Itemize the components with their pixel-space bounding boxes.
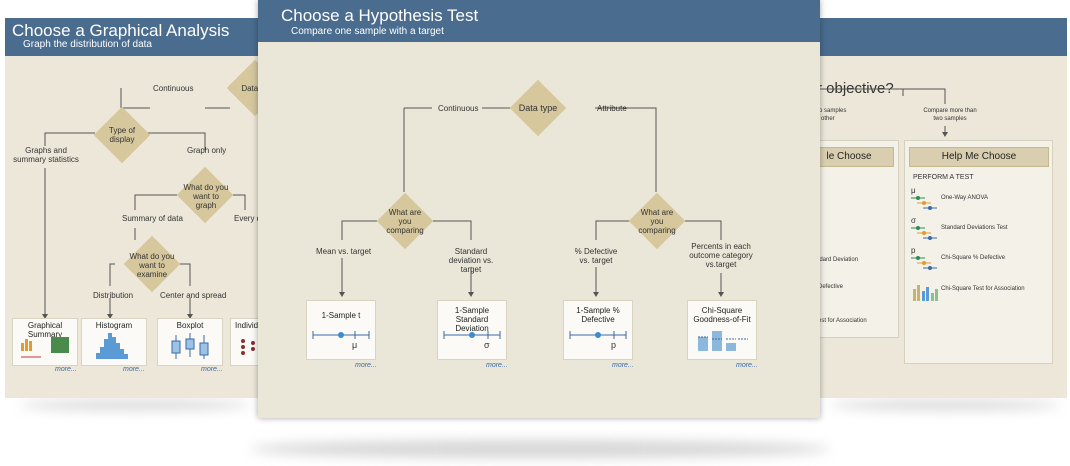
test-chi-square-association[interactable]: Chi-Square Test for Association <box>941 286 1025 292</box>
data-type-partial: Data t <box>241 84 263 93</box>
flowchart-connectors <box>42 88 246 319</box>
percents-each-label: Percents in each outcome category vs.tar… <box>689 242 753 269</box>
card-title: Individu P <box>235 321 267 330</box>
card-title: Boxplot <box>176 321 204 330</box>
attribute-label: Attribute <box>597 104 627 113</box>
test-symbol: μ <box>911 186 916 195</box>
one-sample-defective-icon <box>569 331 627 339</box>
panel-subtitle: Graph the distribution of data <box>23 39 152 50</box>
mu-symbol: μ <box>352 340 358 350</box>
every-label-partial: Every d <box>234 214 262 223</box>
flowchart-connectors <box>805 88 948 137</box>
ground-shadow-right <box>830 400 1060 410</box>
card-title: Graphical Summary <box>27 321 63 339</box>
two-samples-partial-label: two samples ch other <box>813 108 847 122</box>
sigma-symbol: σ <box>484 340 490 350</box>
one-sample-t-card[interactable]: 1-Sample t μ <box>306 300 376 360</box>
test-standard-deviations[interactable]: Standard Deviations Test <box>941 225 1008 231</box>
ground-shadow <box>250 440 830 458</box>
more-link[interactable]: more... <box>201 366 223 373</box>
hypothesis-test-panel: Choose a Hypothesis Test Compare one sam… <box>258 0 820 418</box>
more-link[interactable]: more... <box>55 366 77 373</box>
help-choose-box-left: le Choose ndard Deviation Defective est … <box>805 140 899 338</box>
std-dev-test-icon <box>911 226 937 240</box>
partial-item: ndard Deviation <box>816 257 859 263</box>
objective-panel: r objective? two samples ch other Compar… <box>805 18 1067 398</box>
distribution-label: Distribution <box>93 291 134 300</box>
help-me-choose-box: Help Me Choose PERFORM A TEST μ One-Way … <box>904 140 1053 364</box>
summary-of-data-label: Summary of data <box>122 214 183 223</box>
card-title: 1-Sample % Defective <box>576 306 620 324</box>
one-sample-std-card[interactable]: 1-Sample Standard Deviation σ <box>437 300 507 360</box>
boxplot-icon <box>171 333 209 359</box>
continuous-label: Continuous <box>153 84 194 93</box>
what-examine-text: What do you want to examine <box>129 252 175 279</box>
histogram-card[interactable]: Histogram <box>81 318 147 366</box>
more-link[interactable]: more... <box>486 362 508 369</box>
histogram-icon <box>96 333 128 359</box>
pct-defective-vs-target-label: % Defective vs. target <box>574 247 618 265</box>
one-sample-defective-card[interactable]: 1-Sample % Defective p <box>563 300 633 360</box>
ground-shadow-left <box>20 400 250 410</box>
card-title: Histogram <box>95 321 133 330</box>
partial-item: est for Association <box>818 318 867 324</box>
chi-square-defective-icon <box>911 256 937 270</box>
help-choose-button-partial[interactable]: le Choose <box>805 147 894 167</box>
more-link[interactable]: more... <box>355 362 377 369</box>
center-spread-label: Center and spread <box>160 291 227 300</box>
more-link[interactable]: more... <box>123 366 145 373</box>
one-sample-t-icon <box>312 331 370 339</box>
card-title: Chi-Square Goodness-of-Fit <box>693 306 751 324</box>
panel-subtitle: Compare one sample with a target <box>291 26 444 37</box>
more-link[interactable]: more... <box>736 362 758 369</box>
continuous-label: Continuous <box>438 104 479 113</box>
chi-square-gof-icon <box>698 331 748 351</box>
anova-icon <box>911 196 937 210</box>
partial-item: Defective <box>818 284 844 290</box>
chi-square-association-icon <box>913 285 938 301</box>
card-title: 1-Sample t <box>321 311 361 320</box>
std-vs-target-label: Standard deviation vs. target <box>448 247 494 274</box>
summary-chart-icon <box>21 337 69 358</box>
boxplot-card[interactable]: Boxplot <box>157 318 223 366</box>
what-comparing-text-right: What are you comparing <box>638 208 676 235</box>
graph-only-label: Graph only <box>187 146 227 155</box>
panel-header: Choose a Graphical Analysis Graph the di… <box>5 18 267 56</box>
chi-square-gof-card[interactable]: Chi-Square Goodness-of-Fit <box>687 300 757 360</box>
card-title: 1-Sample Standard Deviation <box>454 306 490 333</box>
what-graph-text: What do you want to graph <box>183 183 229 210</box>
individual-plot-icon <box>241 339 255 355</box>
data-type-text: Data type <box>518 103 558 113</box>
graphs-and-summary-label: Graphs and summary statistics <box>13 146 79 164</box>
help-me-choose-button[interactable]: Help Me Choose <box>909 147 1049 167</box>
more-link[interactable]: more... <box>612 362 634 369</box>
one-sample-std-icon <box>443 331 501 339</box>
perform-test-label: PERFORM A TEST <box>913 174 974 181</box>
test-chi-square-defective[interactable]: Chi-Square % Defective <box>941 255 1006 261</box>
p-symbol: p <box>611 340 617 350</box>
flowchart-connectors <box>339 107 724 297</box>
test-symbol: p <box>911 246 916 255</box>
panel-header <box>805 18 1067 56</box>
panel-header: Choose a Hypothesis Test Compare one sam… <box>258 0 820 42</box>
test-one-way-anova[interactable]: One-Way ANOVA <box>941 195 989 201</box>
mean-vs-target-label: Mean vs. target <box>316 247 372 256</box>
what-comparing-text-left: What are you comparing <box>386 208 424 235</box>
panel-title: Choose a Hypothesis Test <box>281 6 479 25</box>
type-of-display-text: Type of display <box>108 126 136 144</box>
panel-title: Choose a Graphical Analysis <box>12 21 230 40</box>
graphical-summary-card[interactable]: Graphical Summary <box>12 318 78 366</box>
test-symbol: σ <box>911 216 916 225</box>
graphical-analysis-panel: Choose a Graphical Analysis Graph the di… <box>5 18 267 398</box>
compare-more-label: Compare more than two samples <box>923 108 977 122</box>
